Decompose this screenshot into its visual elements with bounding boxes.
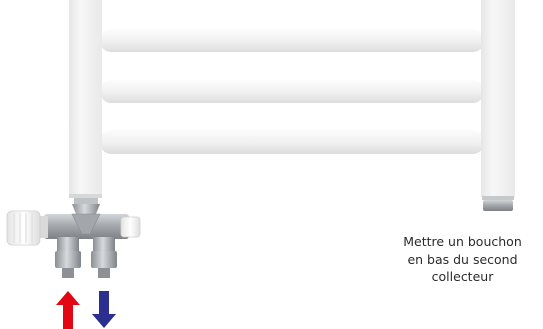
collector-plug xyxy=(482,196,514,211)
radiator-bars xyxy=(100,29,484,154)
radiator-bar xyxy=(100,130,484,154)
arrow-down-icon xyxy=(92,291,116,328)
arrow-up-icon xyxy=(56,291,80,329)
right-collector xyxy=(481,0,515,197)
radiator-bar xyxy=(100,80,484,103)
plug-instruction-caption: Mettre un bouchon en bas du second colle… xyxy=(384,233,541,286)
left-collector xyxy=(69,0,102,198)
valve-assembly xyxy=(6,198,141,246)
return-fitting xyxy=(91,237,117,278)
radiator-bar xyxy=(100,29,484,52)
caption-line: en bas du second xyxy=(407,251,518,267)
caption-line: Mettre un bouchon xyxy=(403,234,522,249)
supply-fitting xyxy=(55,237,81,278)
caption-line: collecteur xyxy=(431,269,494,284)
